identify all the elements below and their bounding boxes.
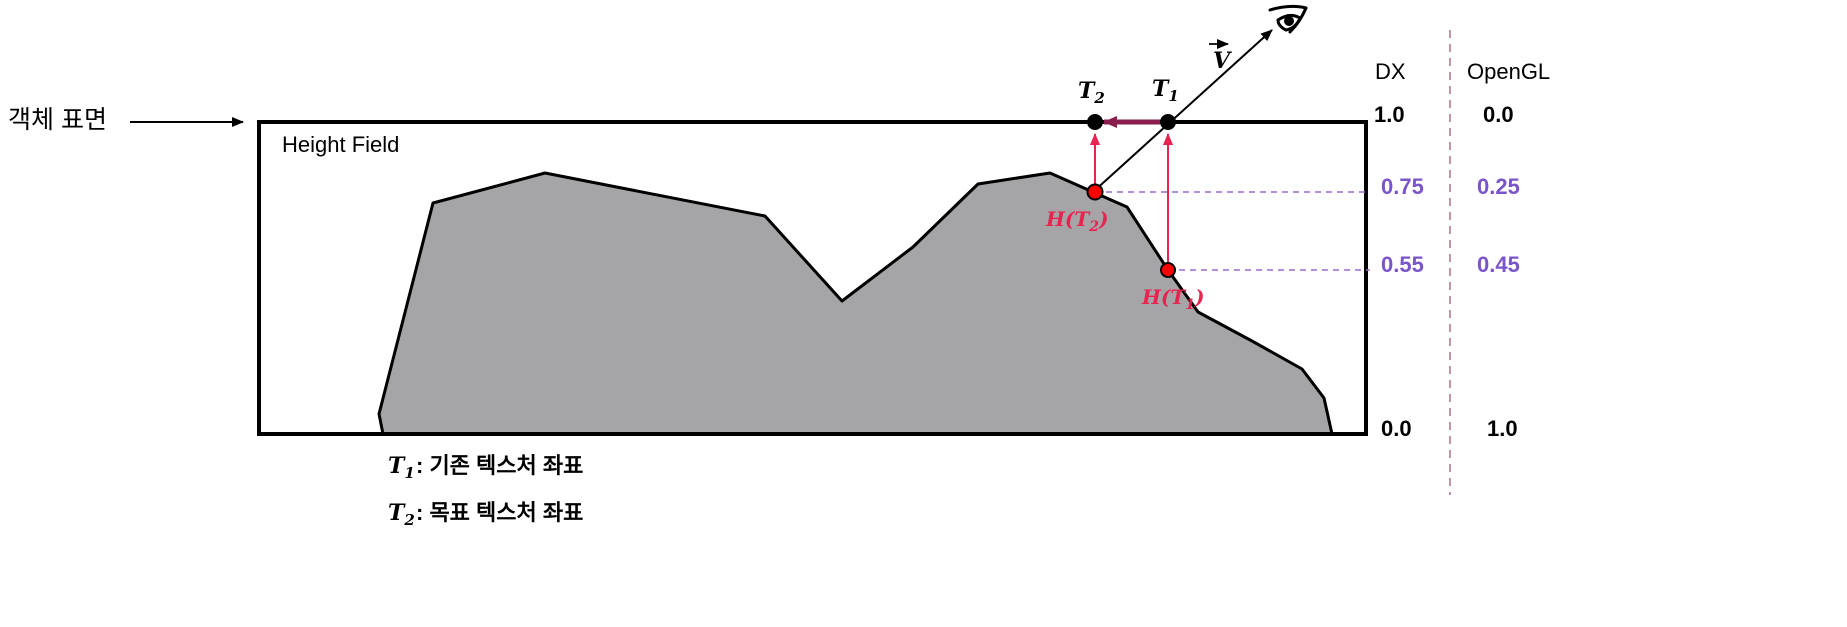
opengl-tick-1: 0.0 (1483, 102, 1514, 127)
point-h-t2 (1086, 183, 1104, 201)
opengl-tick-2: 0.25 (1477, 174, 1520, 199)
opengl-header: OpenGL (1467, 59, 1550, 84)
dx-tick-2: 0.75 (1381, 174, 1424, 199)
height-field-box (257, 120, 1368, 436)
dx-tick-3: 0.55 (1381, 252, 1424, 277)
dx-header: DX (1375, 59, 1406, 84)
surface-label: 객체 표면 (8, 106, 107, 134)
svg-text:T2: T2 (388, 500, 415, 529)
svg-text:V: V (1213, 48, 1232, 74)
opengl-tick-4: 1.0 (1487, 416, 1518, 441)
opengl-tick-3: 0.45 (1477, 252, 1520, 277)
height-field-label: Height Field (282, 132, 399, 157)
view-vector (1092, 29, 1273, 193)
point-h-t1 (1160, 262, 1176, 278)
eye-icon (1268, 4, 1308, 34)
svg-text:: 기존 텍스처 좌표: : 기존 텍스처 좌표 (416, 453, 583, 478)
view-vector-label: V (1209, 39, 1232, 74)
legend-t2: T2 : 목표 텍스처 좌표 (388, 500, 583, 529)
legend-t1: T1 : 기존 텍스처 좌표 (388, 453, 583, 482)
label-t1: T1 (1152, 76, 1179, 105)
label-h-t2: H(T2) (1045, 207, 1108, 235)
svg-text:: 목표 텍스처 좌표: : 목표 텍스처 좌표 (416, 500, 583, 525)
label-t2: T2 (1078, 78, 1105, 107)
label-h-t1: H(T1) (1141, 285, 1204, 313)
svg-text:T1: T1 (388, 453, 415, 482)
point-t1 (1160, 114, 1176, 130)
dx-tick-4: 0.0 (1381, 416, 1412, 441)
point-t2 (1087, 114, 1103, 130)
dx-tick-1: 1.0 (1374, 102, 1405, 127)
height-field-terrain (377, 171, 1334, 436)
